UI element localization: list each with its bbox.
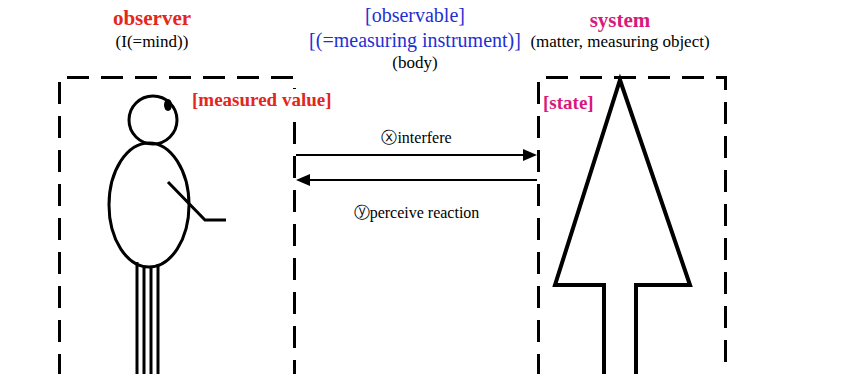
region-subheading: (matter, measuring object) [530,32,709,52]
edge-label: ⓧinterfere [379,129,453,147]
observer-region: observer(I(=mind)) [58,76,296,374]
arrow-connector [296,149,537,161]
region-heading: observer [113,6,191,30]
dashed-boundary [537,76,727,374]
observable-label: [observable] [363,4,467,27]
dashed-boundary [58,76,296,374]
arrow-shape-system [555,80,690,374]
system-region: system(matter, measuring object) [537,76,727,374]
body-label: (body) [390,53,439,73]
region-subheading: (I(=mind)) [116,32,189,52]
state-label: [state] [541,92,596,114]
region-heading: system [590,8,651,32]
edge-label: ⓨperceive reaction [352,204,482,222]
measured-value-label: [measured value] [190,89,334,111]
instrument-label: [(=measuring instrument)] [307,29,523,52]
stick-figure [109,96,226,374]
arrow-connector [296,174,537,186]
